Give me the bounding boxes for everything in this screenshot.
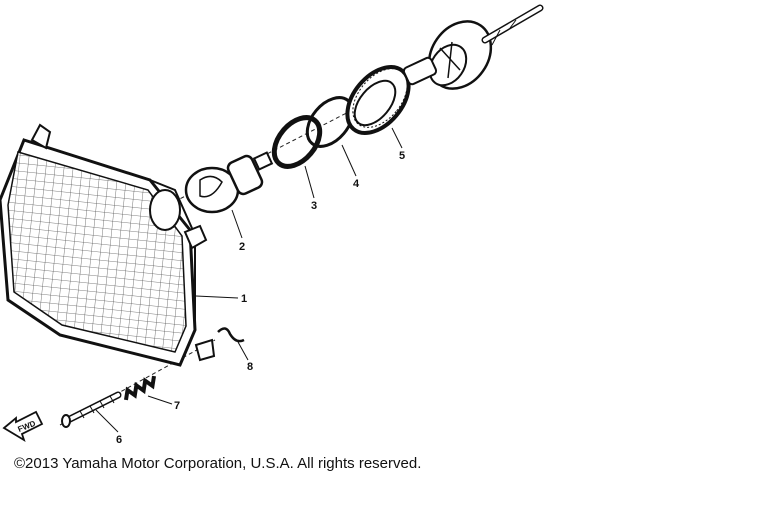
- clip: [217, 327, 245, 343]
- callout-5: 5: [399, 150, 405, 162]
- leader-7: [147, 395, 173, 405]
- adjusting-screw: [61, 391, 122, 428]
- callout-4: 4: [353, 178, 360, 190]
- callout-1: 1: [241, 293, 247, 305]
- leader-4: [341, 144, 357, 177]
- callout-7: 7: [174, 400, 180, 412]
- leader-6: [95, 409, 119, 433]
- seal-ring: [271, 115, 323, 169]
- bulb: [184, 151, 274, 214]
- callout-3: 3: [311, 200, 317, 212]
- headlight-lens-unit: [0, 123, 216, 367]
- callout-2: 2: [239, 241, 245, 253]
- forward-direction-arrow: FWD: [2, 410, 44, 443]
- spring: [124, 375, 156, 401]
- copyright-notice: ©2013 Yamaha Motor Corporation, U.S.A. A…: [14, 455, 422, 472]
- callout-8: 8: [247, 361, 253, 373]
- leader-1: [195, 295, 239, 299]
- callout-6: 6: [116, 434, 122, 446]
- bulb-socket-connector: [402, 4, 544, 90]
- callout-numbers: 1 2 3 4 5 6 7 8: [116, 150, 405, 446]
- leader-2: [231, 209, 243, 239]
- bulb-cover: [345, 65, 411, 135]
- leader-5: [391, 127, 403, 149]
- leader-8: [237, 341, 249, 361]
- leader-3: [304, 165, 315, 199]
- callout-leaders: [95, 127, 403, 433]
